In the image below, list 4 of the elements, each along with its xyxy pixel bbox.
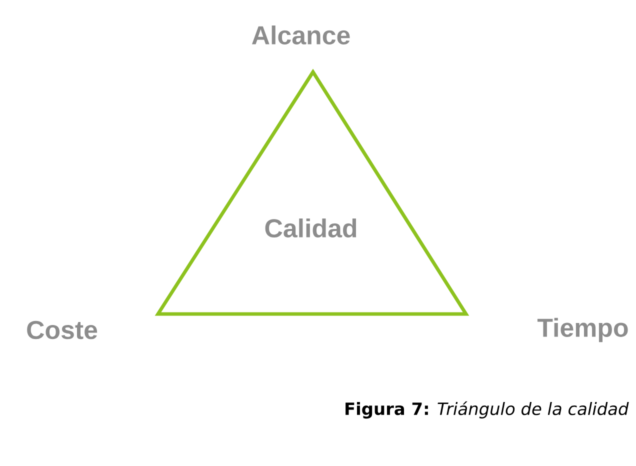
vertex-label: Alcance — [252, 25, 350, 44]
vertex-label: Tiempo — [537, 318, 628, 342]
vertex-label: Coste — [27, 320, 98, 340]
caption: Figura 7: Triángulo de la calidad — [346, 401, 629, 419]
